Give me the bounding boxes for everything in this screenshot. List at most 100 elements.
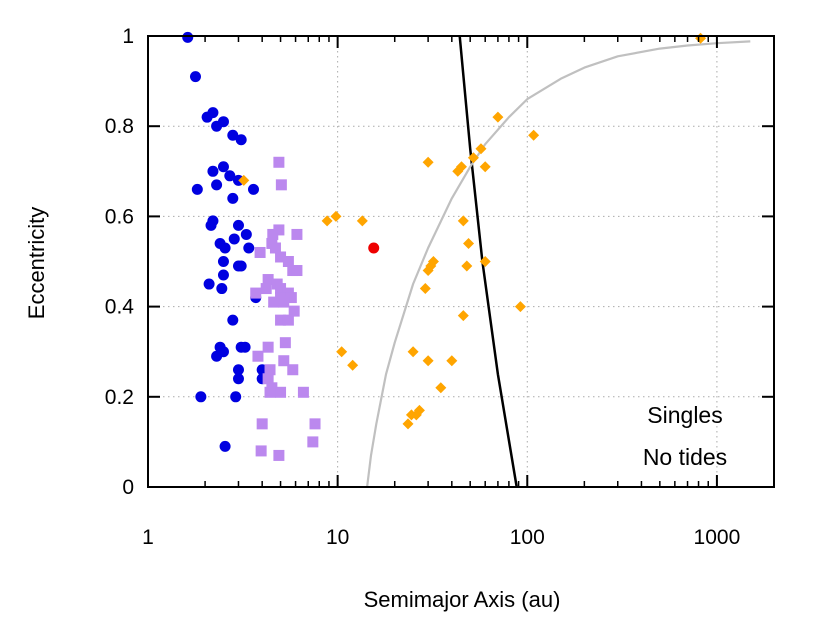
data-point-square — [273, 224, 285, 236]
data-point-circle — [207, 165, 219, 177]
data-point-diamond — [330, 210, 342, 222]
data-point-square — [254, 246, 266, 258]
data-point-circle — [219, 440, 231, 452]
data-point-circle — [219, 242, 231, 254]
data-point-diamond — [467, 152, 479, 164]
y-tick-label: 0.4 — [105, 296, 135, 319]
data-point-square — [287, 364, 299, 376]
data-point-square — [264, 364, 276, 376]
data-point-square — [269, 242, 281, 254]
gray-boundary-curve — [366, 40, 751, 488]
data-point-diamond — [321, 215, 333, 227]
data-point-square — [278, 296, 290, 308]
data-point-circle — [368, 242, 380, 254]
data-point-square — [275, 179, 287, 191]
data-point-circle — [232, 364, 244, 376]
data-point-diamond — [461, 260, 473, 272]
data-point-circle — [227, 129, 239, 141]
grid-lines — [148, 36, 774, 487]
data-point-diamond — [457, 310, 469, 322]
data-point-circle — [227, 314, 239, 326]
x-tick-label: 1 — [142, 526, 154, 549]
data-point-circle — [240, 228, 252, 240]
data-point-circle — [232, 219, 244, 231]
data-point-circle — [228, 233, 240, 245]
data-point-square — [278, 355, 290, 367]
data-point-diamond — [475, 143, 487, 155]
data-point-circle — [191, 183, 203, 195]
data-point-circle — [217, 161, 229, 173]
data-point-circle — [235, 260, 247, 272]
data-point-circle — [189, 71, 201, 83]
data-point-square — [273, 156, 285, 168]
data-point-square — [252, 350, 264, 362]
data-point-square — [275, 314, 287, 326]
data-point-square — [260, 283, 272, 295]
plot-frame — [147, 35, 775, 488]
annotation-singles: Singles — [647, 402, 722, 428]
data-point-square — [250, 287, 262, 299]
data-point-circle — [227, 192, 239, 204]
data-point-circle — [211, 179, 223, 191]
data-point-square — [282, 314, 294, 326]
data-point-circle — [203, 278, 215, 290]
data-point-square — [285, 292, 297, 304]
data-point-diamond — [435, 382, 447, 394]
data-point-circle — [224, 170, 236, 182]
data-point-diamond — [528, 129, 540, 141]
data-point-diamond — [238, 174, 250, 186]
data-point-square — [268, 296, 280, 308]
data-point-circle — [182, 31, 194, 43]
data-point-circle — [207, 215, 219, 227]
data-point-circle — [216, 283, 228, 295]
data-point-square — [262, 274, 274, 286]
data-point-square — [275, 283, 287, 295]
data-point-circle — [211, 350, 223, 362]
data-point-diamond — [446, 355, 458, 367]
y-tick-label: 1 — [122, 25, 134, 48]
data-point-square — [264, 386, 276, 398]
data-point-diamond — [479, 256, 491, 267]
data-point-circle — [232, 373, 244, 385]
data-point-diamond — [422, 355, 434, 367]
data-point-square — [256, 418, 268, 430]
data-point-circle — [195, 391, 207, 403]
data-point-square — [255, 445, 267, 457]
data-point-square — [262, 341, 274, 353]
y-tick-label: 0.2 — [105, 386, 134, 409]
data-point-square — [282, 256, 294, 267]
data-point-square — [291, 228, 303, 240]
data-point-circle — [243, 242, 255, 254]
data-point-circle — [217, 116, 229, 128]
x-tick-label: 100 — [510, 526, 545, 549]
data-point-diamond — [695, 32, 707, 44]
data-point-square — [275, 251, 287, 263]
data-point-circle — [230, 391, 242, 403]
data-point-diamond — [479, 161, 491, 173]
y-tick-label: 0 — [122, 476, 134, 499]
data-point-square — [288, 305, 300, 317]
data-point-diamond — [413, 404, 425, 416]
data-point-diamond — [402, 418, 414, 430]
x-tick-label: 10 — [326, 526, 349, 549]
data-point-diamond — [463, 237, 475, 249]
data-point-diamond — [419, 283, 431, 295]
data-point-diamond — [427, 256, 439, 267]
data-point-square — [262, 373, 274, 385]
x-axis-label: Semimajor Axis (au) — [364, 587, 561, 612]
data-point-diamond — [422, 156, 434, 168]
data-point-diamond — [356, 215, 368, 227]
data-point-square — [309, 418, 321, 430]
data-point-square — [279, 337, 291, 349]
data-point-diamond — [492, 111, 504, 123]
axis-ticks — [147, 35, 774, 488]
data-point-circle — [247, 183, 259, 195]
data-points — [182, 31, 707, 461]
data-point-circle — [217, 256, 229, 267]
data-point-circle — [217, 269, 229, 281]
data-point-diamond — [336, 346, 348, 358]
x-tick-label: 1000 — [694, 526, 741, 549]
data-point-diamond — [457, 215, 469, 227]
